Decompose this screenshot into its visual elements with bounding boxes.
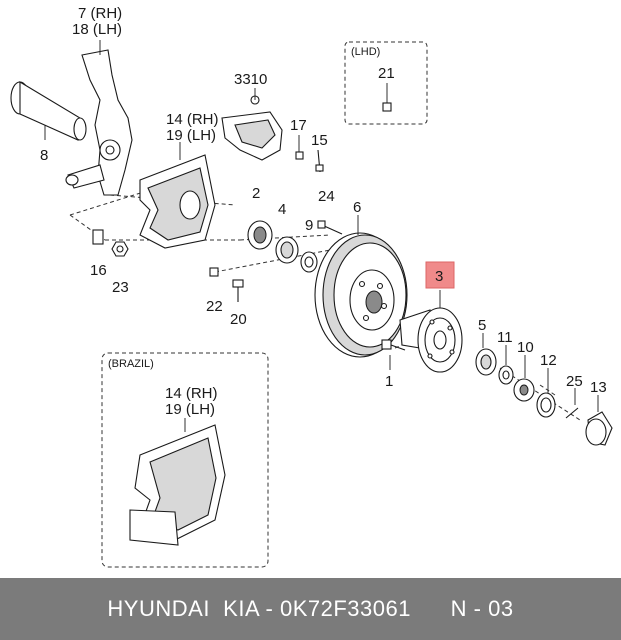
- label-2: 2: [252, 185, 260, 202]
- bolt-24: [317, 220, 343, 235]
- grease-cap-13: [585, 395, 613, 446]
- oil-seal-2: [247, 220, 273, 250]
- lock-cap-12: [536, 368, 556, 418]
- label-7-rh: 7 (RH): [78, 5, 122, 22]
- label-17: 17: [290, 117, 307, 134]
- brazil-label-14-rh: 14 (RH): [165, 385, 218, 402]
- bearing-5: [475, 333, 497, 376]
- label-21: 21: [378, 65, 395, 82]
- label-3: 3: [435, 268, 443, 285]
- label-10: 10: [517, 339, 534, 356]
- brake-caliper-3310: [221, 88, 283, 161]
- nut-23: [111, 241, 129, 257]
- label-24: 24: [318, 188, 335, 205]
- footer-brand-part-number: HYUNDAI KIA - 0K72F33061: [107, 596, 411, 621]
- label-16: 16: [90, 262, 107, 279]
- label-5: 5: [478, 317, 486, 334]
- wheel-hub-3: [399, 290, 463, 373]
- label-11: 11: [497, 329, 513, 346]
- steering-knuckle-7-18: [65, 40, 133, 196]
- part-3-highlight: [425, 261, 455, 289]
- dust-shield-14-19: [139, 142, 216, 249]
- exploded-parts-diagram: 7 (RH) 18 (LH) 8 3310 14 (RH) 19 (LH) 17…: [10, 5, 613, 568]
- brazil-label-19-lh: 19 (LH): [165, 401, 215, 418]
- label-12: 12: [540, 352, 557, 369]
- label-13: 13: [590, 379, 607, 396]
- label-3310: 3310: [234, 71, 267, 88]
- label-18-lh: 18 (LH): [72, 21, 122, 38]
- label-9: 9: [305, 217, 313, 234]
- nut-10: [513, 355, 535, 402]
- bolt-17: [295, 135, 304, 160]
- axle-spindle-8: [10, 81, 87, 141]
- brazil-title: (BRAZIL): [108, 358, 154, 370]
- bolt-20: [232, 279, 244, 302]
- footer-spacer: [411, 596, 451, 622]
- brazil-box: [101, 352, 269, 568]
- bearing-4: [275, 236, 299, 264]
- footer-page-code: N - 03: [450, 596, 514, 621]
- callout-labels: 7 (RH) 18 (LH) 8 3310 14 (RH) 19 (LH) 17…: [40, 5, 607, 418]
- lhd-title: (LHD): [351, 46, 380, 58]
- washer-9: [300, 251, 318, 273]
- label-1: 1: [385, 373, 393, 390]
- bolt-15: [315, 149, 324, 173]
- bolt-16: [92, 229, 104, 245]
- washer-11: [498, 345, 514, 385]
- footer-bar: HYUNDAI KIA - 0K72F33061 N - 03: [0, 578, 621, 640]
- label-8: 8: [40, 147, 48, 164]
- label-25: 25: [566, 373, 583, 390]
- label-19-lh: 19 (LH): [166, 127, 216, 144]
- label-22: 22: [206, 298, 223, 315]
- lhd-box: [344, 41, 428, 125]
- label-14-rh: 14 (RH): [166, 111, 219, 128]
- label-23: 23: [112, 279, 129, 296]
- label-15: 15: [311, 132, 328, 149]
- label-6: 6: [353, 199, 361, 216]
- label-20: 20: [230, 311, 247, 328]
- hub-bolt-1: [381, 339, 406, 370]
- label-4: 4: [278, 201, 286, 218]
- nut-22: [209, 267, 219, 277]
- brake-disc-6: [314, 215, 408, 358]
- cotter-pin-25: [565, 388, 579, 419]
